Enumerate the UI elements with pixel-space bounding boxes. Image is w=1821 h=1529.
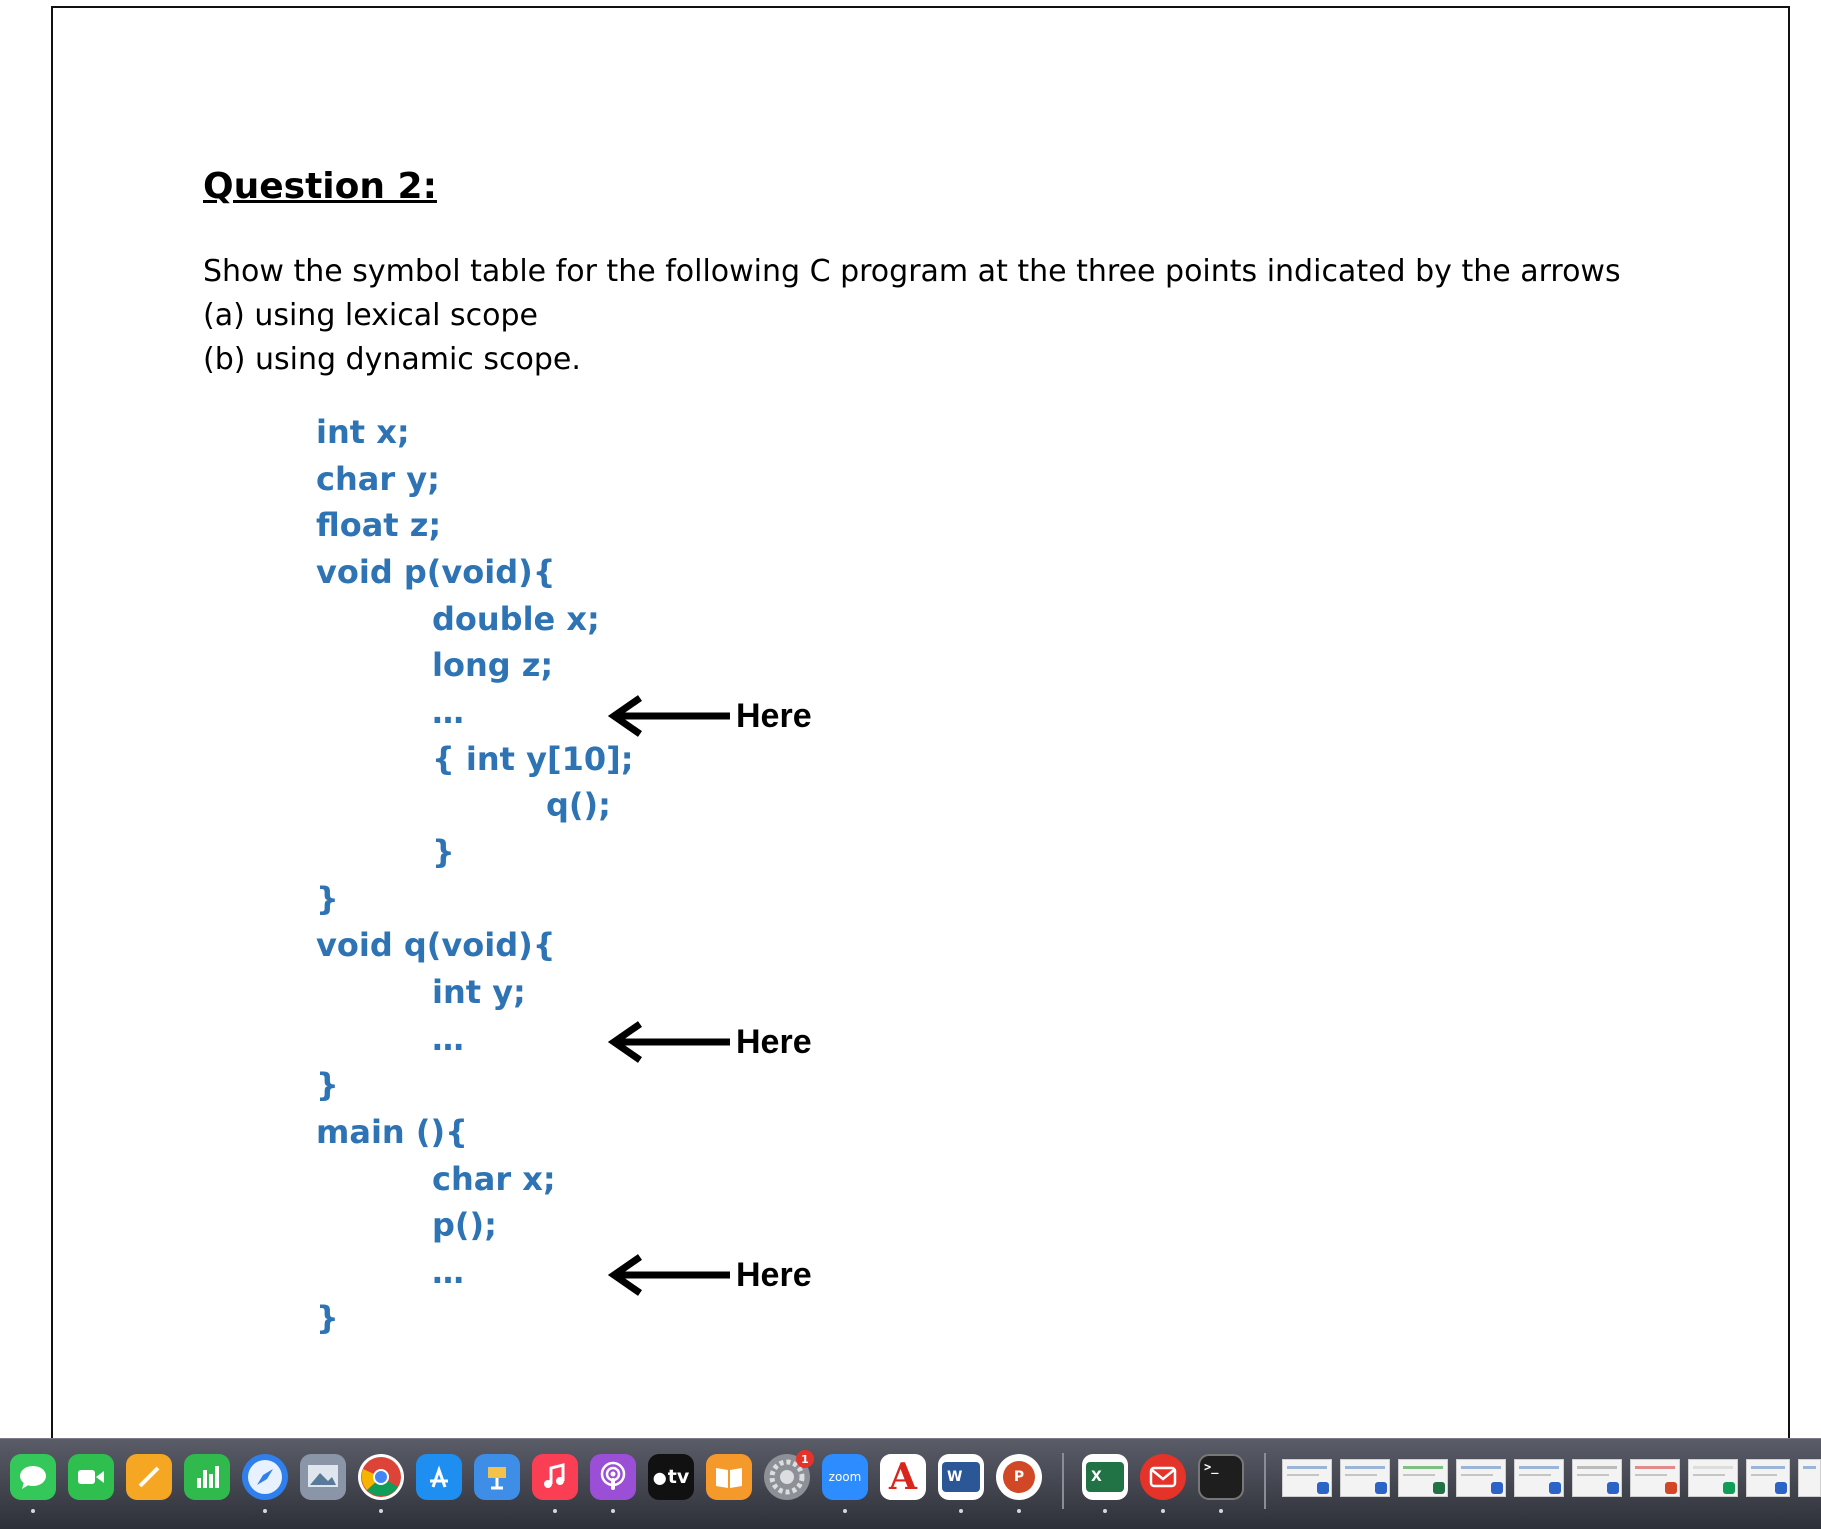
dock: ●tv 1 zoom A W P X >_: [0, 1438, 1821, 1529]
minimized-window[interactable]: [1340, 1459, 1390, 1497]
word-label: W: [942, 1462, 980, 1492]
code-line: int x;: [316, 413, 410, 451]
excel-label: X: [1086, 1462, 1124, 1492]
minimized-window[interactable]: [1572, 1459, 1622, 1497]
code-line: }: [316, 880, 339, 918]
running-indicator: [263, 1509, 267, 1513]
minimized-window[interactable]: [1514, 1459, 1564, 1497]
running-indicator: [1219, 1509, 1223, 1513]
apple-tv-label: tv: [667, 1466, 690, 1488]
left-arrow-icon: [607, 1254, 730, 1296]
notification-badge: 1: [796, 1450, 814, 1468]
code-line: long z;: [432, 646, 554, 684]
minimized-window[interactable]: [1688, 1459, 1738, 1497]
code-line: p();: [432, 1206, 497, 1244]
left-arrow-icon: [607, 695, 730, 737]
terminal-icon[interactable]: >_: [1198, 1454, 1244, 1500]
acrobat-icon[interactable]: A: [880, 1454, 926, 1500]
mail-icon[interactable]: [1140, 1454, 1186, 1500]
system-preferences-icon[interactable]: 1: [764, 1450, 814, 1500]
question-part-a: (a) using lexical scope: [203, 298, 538, 333]
question-title: Question 2:: [203, 166, 437, 207]
books-icon[interactable]: [706, 1454, 752, 1500]
left-arrow-icon: [607, 1021, 730, 1063]
running-indicator: [379, 1509, 383, 1513]
powerpoint-icon[interactable]: P: [996, 1454, 1042, 1500]
dock-separator: [1264, 1453, 1266, 1509]
code-line: …: [432, 693, 464, 731]
preview-icon[interactable]: [300, 1454, 346, 1500]
pages-icon[interactable]: [126, 1454, 172, 1500]
excel-icon[interactable]: X: [1082, 1454, 1128, 1500]
question-part-b: (b) using dynamic scope.: [203, 342, 581, 377]
here-label: Here: [736, 696, 812, 735]
running-indicator: [1103, 1509, 1107, 1513]
chrome-icon[interactable]: [358, 1454, 404, 1500]
running-indicator: [31, 1509, 35, 1513]
code-line: …: [432, 1253, 464, 1291]
apple-tv-icon[interactable]: ●tv: [648, 1454, 694, 1500]
running-indicator: [1161, 1509, 1165, 1513]
terminal-label: >_: [1204, 1460, 1219, 1474]
code-line: float z;: [316, 506, 442, 544]
zoom-label: zoom: [828, 1470, 862, 1484]
keynote-icon[interactable]: [474, 1454, 520, 1500]
running-indicator: [611, 1509, 615, 1513]
zoom-icon[interactable]: zoom: [822, 1454, 868, 1500]
code-line: char y;: [316, 460, 440, 498]
minimized-window[interactable]: [1798, 1459, 1821, 1497]
dock-separator: [1062, 1453, 1064, 1509]
code-line: }: [316, 1066, 339, 1104]
word-icon[interactable]: W: [938, 1454, 984, 1500]
here-marker: Here: [606, 1017, 812, 1067]
code-line: char x;: [432, 1160, 556, 1198]
code-line: int y;: [432, 973, 526, 1011]
code-line: }: [316, 1299, 339, 1337]
music-icon[interactable]: [532, 1454, 578, 1500]
safari-icon[interactable]: [242, 1454, 288, 1500]
question-prompt: Show the symbol table for the following …: [203, 254, 1621, 289]
numbers-icon[interactable]: [184, 1454, 230, 1500]
code-line: }: [432, 833, 455, 871]
code-line: q();: [546, 786, 611, 824]
minimized-window[interactable]: [1630, 1459, 1680, 1497]
here-label: Here: [736, 1255, 812, 1294]
here-label: Here: [736, 1022, 812, 1061]
powerpoint-label: P: [1003, 1461, 1035, 1493]
app-store-icon[interactable]: [416, 1454, 462, 1500]
acrobat-label: A: [889, 1456, 917, 1498]
running-indicator: [553, 1509, 557, 1513]
code-line: double x;: [432, 600, 600, 638]
code-line: main (){: [316, 1113, 468, 1151]
minimized-window[interactable]: [1282, 1459, 1332, 1497]
here-marker: Here: [606, 691, 812, 741]
code-line: void q(void){: [316, 926, 556, 964]
messages-icon[interactable]: [10, 1454, 56, 1500]
running-indicator: [959, 1509, 963, 1513]
code-line: …: [432, 1020, 464, 1058]
facetime-icon[interactable]: [68, 1454, 114, 1500]
document-page: Question 2: Show the symbol table for th…: [51, 6, 1790, 1470]
minimized-window[interactable]: [1746, 1459, 1790, 1497]
code-line: { int y[10];: [432, 740, 634, 778]
running-indicator: [843, 1509, 847, 1513]
minimized-window[interactable]: [1456, 1459, 1506, 1497]
here-marker: Here: [606, 1250, 812, 1300]
podcasts-icon[interactable]: [590, 1454, 636, 1500]
minimized-window[interactable]: [1398, 1459, 1448, 1497]
code-line: void p(void){: [316, 553, 556, 591]
running-indicator: [1017, 1509, 1021, 1513]
